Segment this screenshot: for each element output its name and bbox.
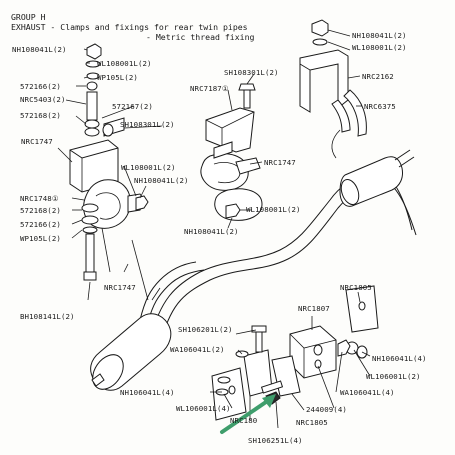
- part-label-sh108301l-left: SH108301L(2): [120, 120, 175, 129]
- left-clamp-stack: [69, 43, 149, 281]
- part-label-nh108041l-mid: NH108041L(2): [134, 176, 189, 185]
- part-label-sh108301l-mid: SH108301L(2): [224, 68, 279, 77]
- part-label-nrc6375: NRC6375: [364, 102, 396, 111]
- highlight-arrow: [220, 394, 276, 434]
- rear-silencer: [339, 149, 415, 207]
- part-label-wl108001l-right-top: WL108001L(2): [352, 43, 407, 52]
- part-label-nh106041l-left: NH106041L(4): [120, 388, 175, 397]
- part-label-nrc1747-left: NRC1747: [21, 137, 53, 146]
- part-label-572168-top: 572168(2): [20, 111, 61, 120]
- part-label-wp105l-top: WP105L(2): [97, 73, 138, 82]
- part-label-wl108001l-right: WL108001L(2): [246, 205, 301, 214]
- part-label-nrc1805-top: NRC1805: [340, 283, 372, 292]
- part-label-nh106041l-right: NH106041L(4): [372, 354, 427, 363]
- part-label-nh108041l-top: NH108041L(2): [12, 45, 67, 54]
- part-label-sh106251l: SH106251L(4): [248, 436, 303, 445]
- leader-lines: [57, 29, 371, 429]
- part-label-572166-low: 572166(2): [20, 220, 61, 229]
- part-label-572167: 572167(2): [112, 102, 153, 111]
- diagram-subtitle: - Metric thread fixing: [146, 32, 255, 42]
- part-label-wp105l-low: WP105L(2): [20, 234, 61, 243]
- part-label-nrc1807: NRC1807: [298, 304, 330, 313]
- group-label: GROUP H: [11, 12, 46, 22]
- diagram-title: EXHAUST - Clamps and fixings for rear tw…: [11, 22, 248, 32]
- top-right-bracket: [299, 19, 367, 159]
- part-label-nh108041l-low: NH108041L(2): [184, 227, 239, 236]
- part-label-wa106041l-4: WA106041L(4): [340, 388, 395, 397]
- part-label-nrc180: NRC180: [230, 416, 258, 425]
- front-silencer: [90, 313, 172, 391]
- part-label-wl108001l-mid: WL108001L(2): [121, 163, 176, 172]
- part-label-sh106201l: SH106201L(2): [178, 325, 233, 334]
- part-label-wl106001l-4: WL106001L(4): [176, 404, 231, 413]
- part-label-nrc2162: NRC2162: [362, 72, 394, 81]
- part-label-nrc7187: NRC7187①: [190, 84, 229, 93]
- part-label-nrc1747-bottom: NRC1747: [104, 283, 136, 292]
- middle-bracket: [200, 83, 263, 221]
- part-label-nrc1748: NRC1748①: [20, 194, 59, 203]
- part-label-nh108041l-right: NH108041L(2): [352, 31, 407, 40]
- part-label-wa106041l-2: WA106041L(2): [170, 345, 225, 354]
- part-label-bh108141l: BH108141L(2): [20, 312, 75, 321]
- part-label-572168-low: 572168(2): [20, 206, 61, 215]
- part-label-nrc1805-bottom: NRC1805: [296, 418, 328, 427]
- part-label-244009: 244009(4): [306, 405, 347, 414]
- part-label-wl108001l-top: WL108001L(2): [97, 59, 152, 68]
- part-label-wl106001l-right: WL106001L(2): [366, 372, 421, 381]
- part-label-nrc5403: NRC5403(2): [20, 95, 66, 104]
- part-label-572166-top: 572166(2): [20, 82, 61, 91]
- part-label-nrc1747-mid: NRC1747: [264, 158, 296, 167]
- rear-mounting-brackets: [211, 285, 379, 421]
